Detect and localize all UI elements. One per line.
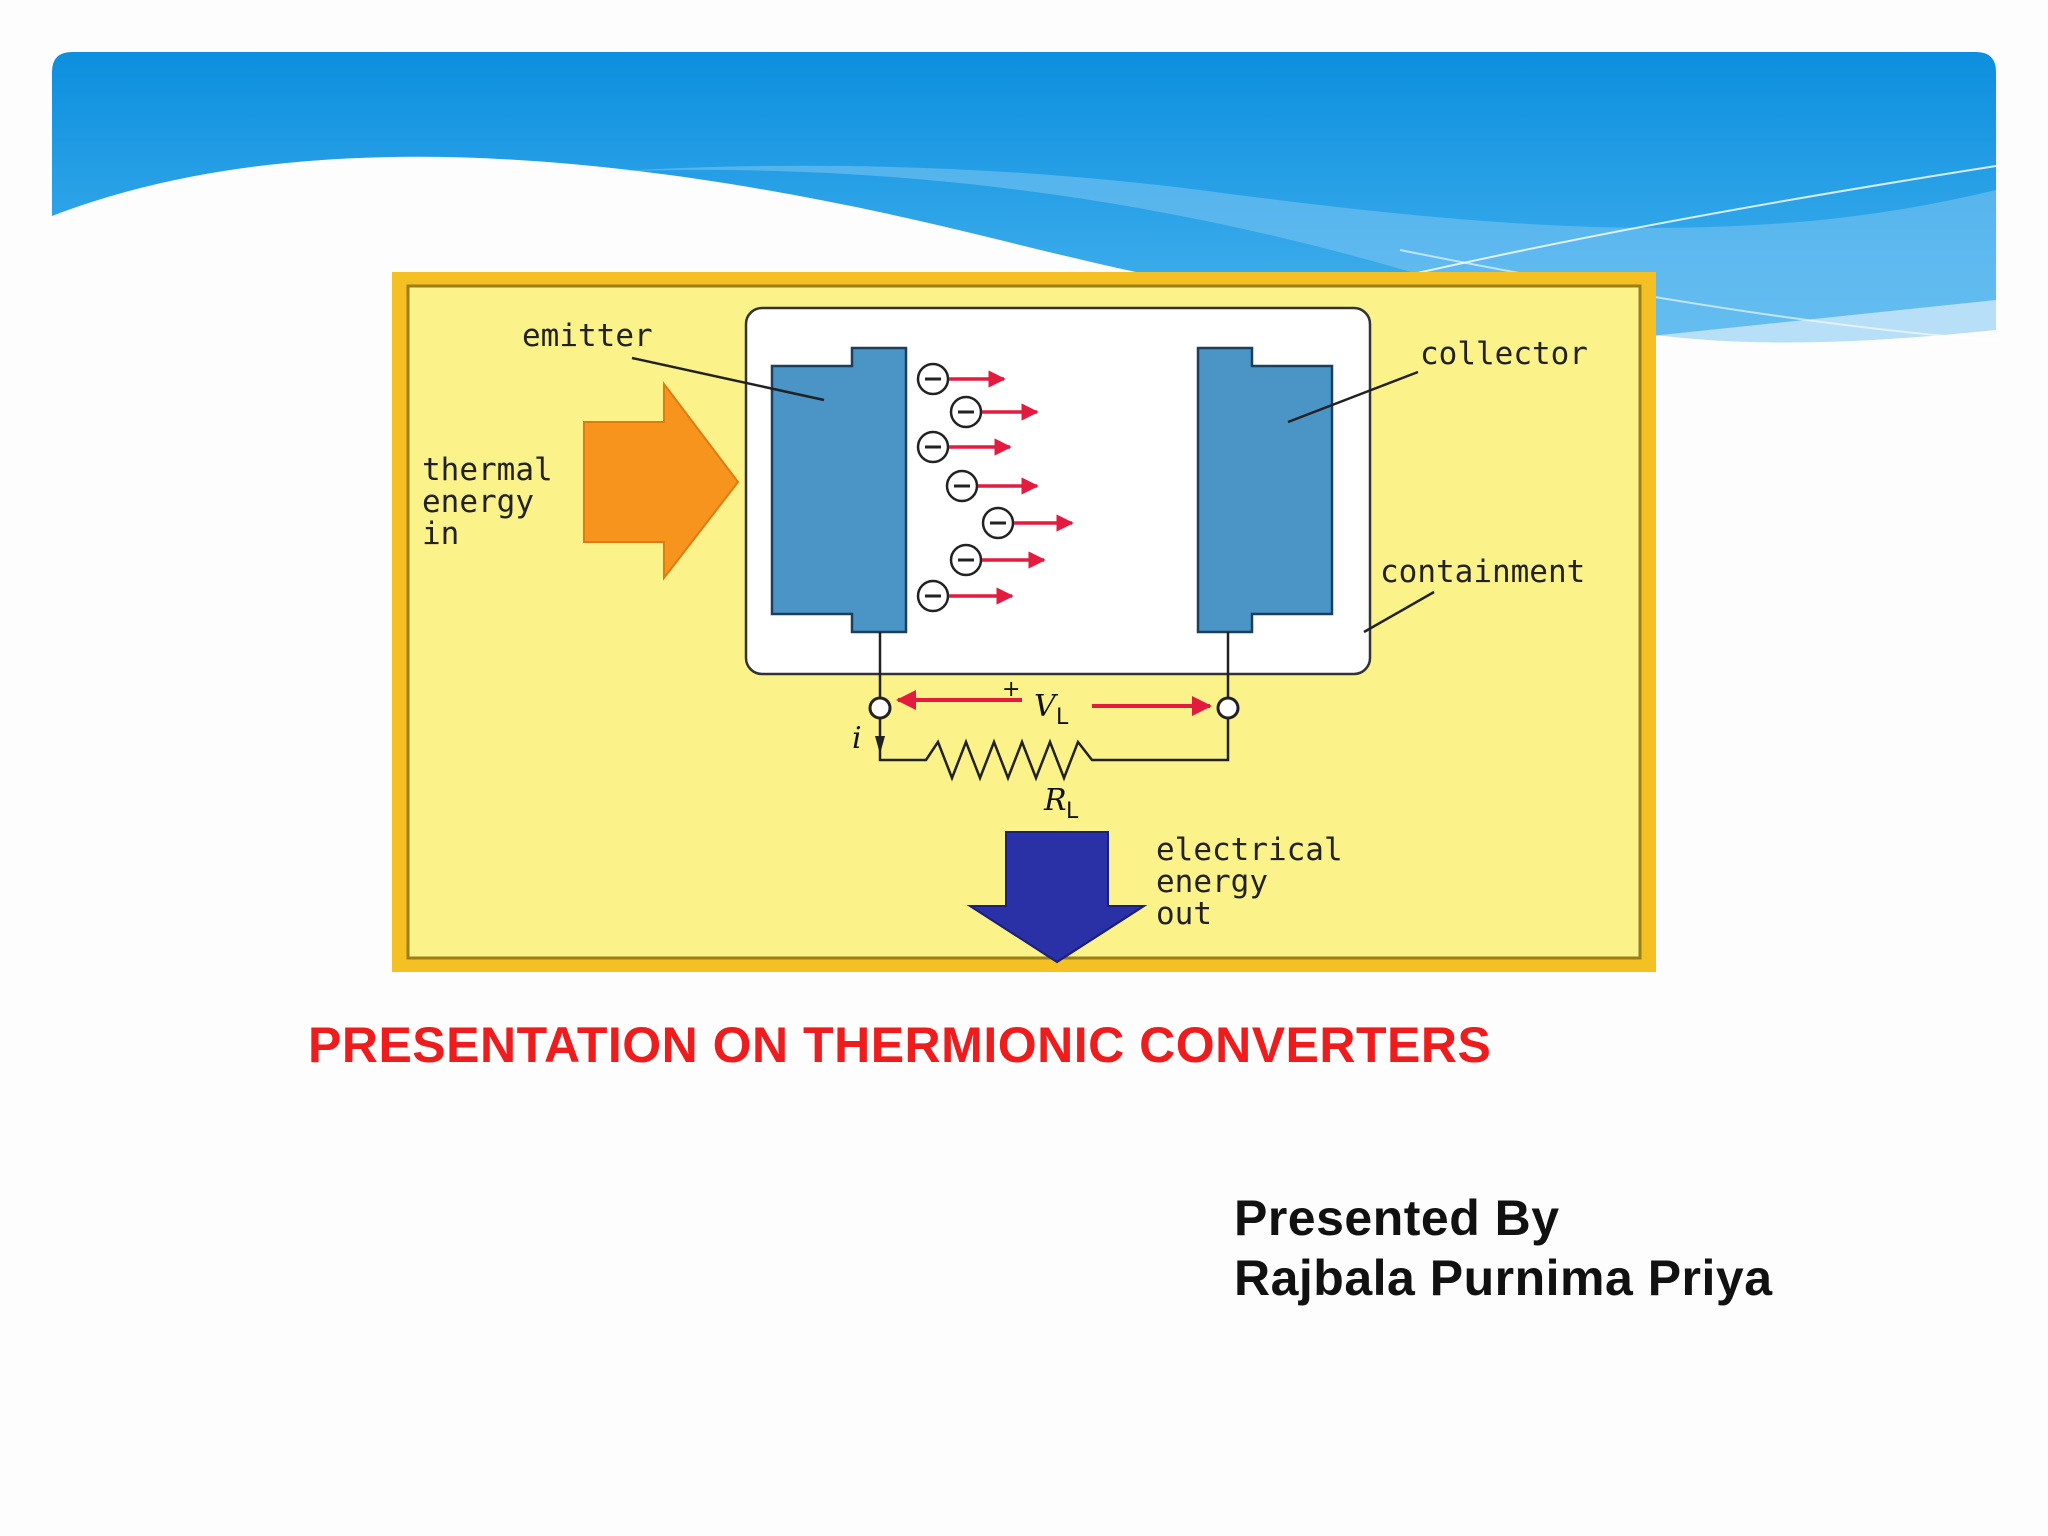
label-thermal: thermal <box>422 452 553 488</box>
electrical-energy-out-arrow <box>966 831 1148 964</box>
label-thermal-energy: energy <box>422 484 534 520</box>
label-electrical-out: out <box>1156 896 1212 932</box>
electron-stream <box>916 362 1074 613</box>
external-circuit <box>878 632 1230 782</box>
terminal-left <box>868 696 892 720</box>
label-current: i <box>852 721 862 756</box>
electron <box>981 506 1074 540</box>
electron <box>949 395 1039 429</box>
label-thermal-in: in <box>422 516 459 552</box>
label-containment: containment <box>1380 554 1585 590</box>
presenter-block: Presented By Rajbala Purnima Priya <box>1234 1188 1773 1308</box>
label-voltage: V <box>1034 689 1059 724</box>
label-resistor: R <box>1043 783 1067 818</box>
emitter-leader-line <box>631 356 825 402</box>
label-electrical: electrical <box>1156 832 1343 868</box>
thermal-energy-in-orange-arrow <box>583 381 740 581</box>
label-voltage-sub: L <box>1056 705 1069 730</box>
containment-leader-line <box>1363 590 1435 634</box>
presented-by-label: Presented By <box>1234 1190 1560 1246</box>
emitter-plate <box>770 346 908 634</box>
electron <box>916 579 1014 613</box>
terminal-right <box>1216 696 1240 720</box>
collector-plate <box>1196 346 1334 634</box>
presentation-title: PRESENTATION ON THERMIONIC CONVERTERS <box>308 1017 1492 1073</box>
presenter-name: Rajbala Purnima Priya <box>1234 1250 1773 1306</box>
current-arrow <box>875 736 885 754</box>
label-electrical-energy: energy <box>1156 864 1268 900</box>
label-resistor-sub: L <box>1066 799 1079 824</box>
electron <box>945 469 1039 503</box>
label-emitter: emitter <box>522 318 653 354</box>
electron <box>916 430 1012 464</box>
thermionic-converter-diagram: emitter collector containment thermal en… <box>392 272 1656 972</box>
label-collector: collector <box>1420 336 1588 372</box>
electron <box>949 543 1046 577</box>
electron <box>916 362 1006 396</box>
collector-leader-line <box>1287 370 1419 424</box>
label-plus: + <box>1002 677 1020 702</box>
